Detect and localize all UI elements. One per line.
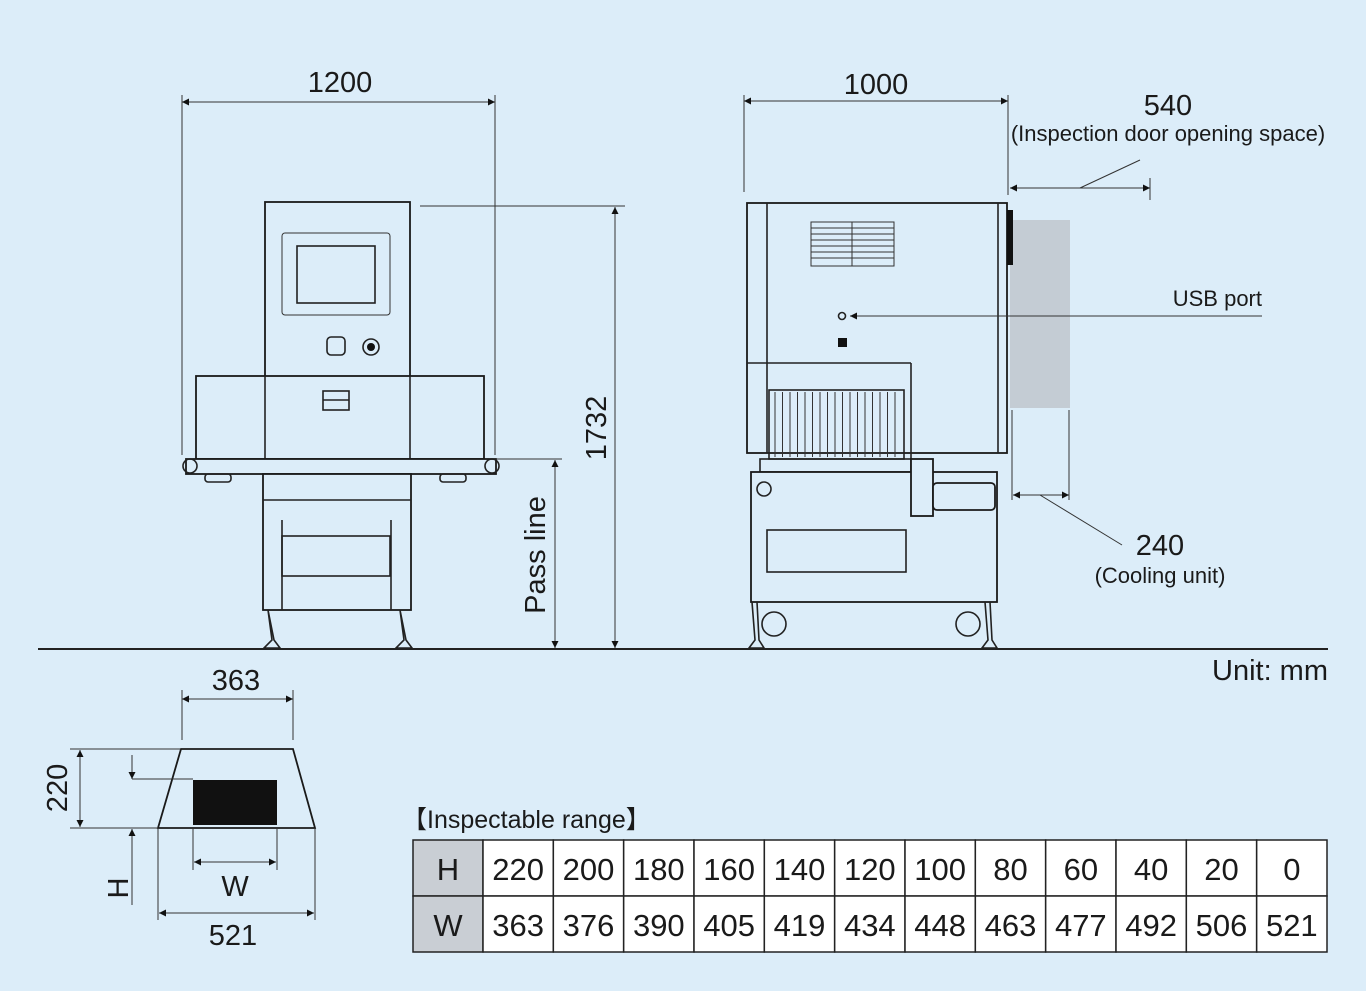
table-cell-value: 506 [1196,908,1248,943]
vent-grille [810,221,895,267]
table-cell-value: 492 [1125,908,1177,943]
table-cell [1185,895,1258,953]
side-view: 1000 540 (Inspection door opening space)… [743,69,1325,649]
row-header-cell [412,895,484,953]
pass-line-label: Pass line [520,496,552,614]
table-cell-value: 80 [993,852,1027,887]
table-cell [552,895,625,953]
range-table-title: 【Inspectable range】 [402,806,651,834]
table-cell-value: 120 [844,852,896,887]
side-depth-label: 1000 [844,69,909,101]
table-cell [693,839,766,897]
table-cell-value: 220 [492,852,544,887]
table-cell [622,839,695,897]
table-cell [904,839,977,897]
table-cell-value: 477 [1055,908,1107,943]
table-cell-value: 521 [1266,908,1318,943]
table-cell-value: 363 [492,908,544,943]
front-width-label: 1200 [308,67,373,99]
table-row: W 363 376 390 405 419 434 448 463 477 492 506 521 [412,895,1328,953]
table-cell [833,839,906,897]
cooling-unit-value: 240 [1136,530,1184,562]
h-label: H [103,878,135,899]
table-cell [693,895,766,953]
table-cell [763,839,836,897]
table-cell-value: 40 [1134,852,1168,887]
table-cell-value: 463 [985,908,1037,943]
front-view: 1200 1732 Pass line [181,67,625,649]
table-cell-value: 390 [633,908,685,943]
table-cell-value: 100 [914,852,966,887]
table-cell-value: 60 [1064,852,1098,887]
table-cell-value: 160 [703,852,755,887]
table-cell-value: 405 [703,908,755,943]
unit-label: Unit: mm [1212,655,1328,687]
inspection-window [193,780,277,825]
top-width-label: 363 [212,665,260,697]
cooling-unit [1010,220,1070,408]
table-cell [1185,839,1258,897]
table-cell [1255,895,1328,953]
table-cell-value: 20 [1204,852,1238,887]
table-cell-value: 180 [633,852,685,887]
bottom-width-label: 521 [209,920,257,952]
usb-port-label: USB port [1173,286,1262,311]
w-label: W [221,871,249,903]
table-cell-value: 419 [774,908,826,943]
table-cell-value: 448 [914,908,966,943]
cooling-unit-note: (Cooling unit) [1095,563,1226,588]
table-cell [1115,839,1188,897]
table-cell-value: 140 [774,852,826,887]
table-cell-value: 200 [563,852,615,887]
table-cell-value: 376 [563,908,615,943]
table-cell-value: 0 [1283,852,1300,887]
door-space-note: (Inspection door opening space) [1011,121,1325,146]
front-height-label: 1732 [581,396,613,461]
table-cell [482,895,555,953]
table-cell-value: 434 [844,908,896,943]
height-label: 220 [42,764,74,812]
table-cell [482,839,555,897]
usb-port-icon [837,311,847,321]
table-cell [1044,839,1117,897]
row-header-label: W [433,908,463,943]
row-header-label: H [437,852,459,887]
cross-section: 363 220 H W 521 [42,665,317,952]
door-space-value: 540 [1144,90,1192,122]
